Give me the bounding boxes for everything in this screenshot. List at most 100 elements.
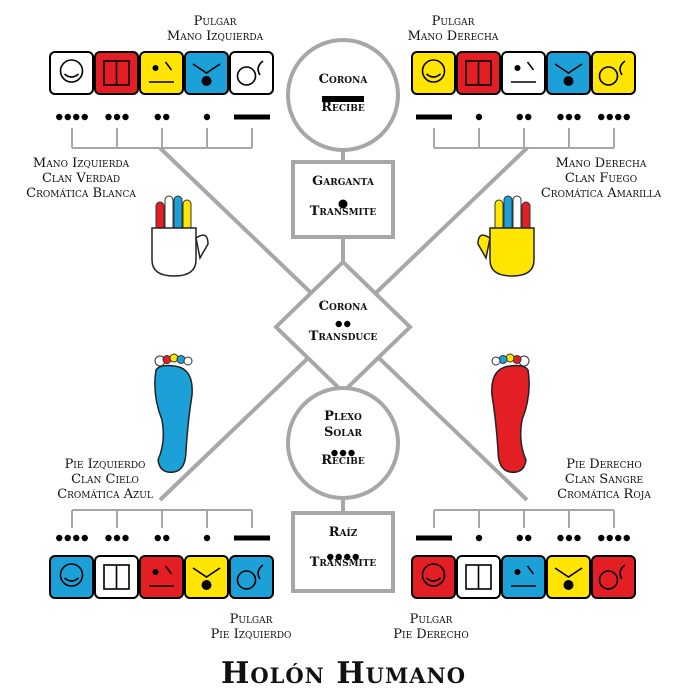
glyph-detail	[63, 577, 80, 582]
bottom-left-number	[154, 534, 170, 542]
number-dot	[81, 534, 88, 542]
glyph-detail	[421, 59, 446, 83]
number-dot	[56, 534, 63, 542]
number-bar	[234, 114, 270, 120]
left-foot-icon	[154, 353, 193, 473]
glyph-detail	[152, 569, 159, 575]
number-dot	[565, 534, 573, 542]
top-right-number	[416, 114, 452, 120]
glyph-detail	[201, 76, 212, 86]
bottom-right-number	[557, 534, 581, 542]
number-dot	[154, 113, 161, 121]
glyph-box	[49, 51, 94, 95]
bottom-left-number	[105, 534, 129, 542]
number-dot	[598, 534, 605, 542]
number-dot	[606, 113, 613, 121]
glyph-tile	[411, 555, 456, 599]
number-dot	[154, 534, 161, 542]
finger	[503, 195, 513, 233]
number-dot	[606, 534, 613, 542]
number-dot	[475, 534, 483, 542]
number-dot	[81, 113, 88, 121]
number-dot	[574, 113, 581, 121]
bottom-right-header: Pulgar Pie Derecho	[393, 612, 469, 642]
glyph-box	[411, 555, 456, 599]
top-right-number	[475, 113, 483, 121]
number-dot	[475, 113, 483, 121]
glyph-detail	[201, 580, 212, 590]
top-left-label: Mano Izquierda Clan Verdad Cromática Bla…	[26, 156, 136, 201]
number-dot	[344, 320, 351, 328]
glyph-detail	[63, 73, 80, 78]
number-dot	[64, 534, 71, 542]
bottom-right-number	[416, 535, 452, 541]
glyph-detail	[192, 63, 221, 74]
number-dot	[344, 553, 351, 561]
glyph-tile	[501, 555, 546, 599]
corona-top-text: Corona Recibe	[318, 72, 368, 115]
glyph-tile	[184, 51, 229, 95]
number-dot	[615, 534, 622, 542]
top-left-header: Pulgar Mano Izquierda	[166, 14, 264, 44]
glyph-detail	[526, 61, 535, 71]
bottom-left-label: Pie Izquierdo Clan Cielo Cromática Azul	[57, 457, 153, 502]
right-hand-icon	[477, 195, 535, 277]
right-foot-icon	[491, 353, 530, 473]
glyph-tile	[49, 51, 94, 95]
corona-mid-number	[335, 320, 351, 328]
number-dot	[163, 113, 170, 121]
glyph-tile	[546, 555, 591, 599]
bottom-left-number	[234, 535, 270, 541]
glyph-box	[49, 555, 94, 599]
thumb	[195, 234, 209, 261]
glyph-detail	[563, 76, 574, 86]
number-bar	[416, 114, 452, 120]
raiz-text: Raíz Transmite	[309, 525, 377, 570]
top-right-label: Mano Derecha Clan Fuego Cromática Amaril…	[540, 156, 662, 201]
glyph-box	[139, 555, 184, 599]
glyph-box	[229, 555, 274, 599]
glyph-tile	[229, 51, 274, 95]
number-dot	[105, 534, 112, 542]
number-dot	[623, 113, 630, 121]
palm	[489, 227, 535, 277]
glyph-detail	[59, 563, 84, 587]
number-dot	[105, 113, 112, 121]
glyph-tile	[94, 555, 139, 599]
glyph-detail	[192, 567, 221, 578]
glyph-detail	[257, 564, 264, 580]
bottom-right-number	[475, 534, 483, 542]
glyph-detail	[514, 65, 521, 71]
glyph-detail	[425, 577, 442, 582]
number-dot	[203, 534, 211, 542]
finger	[173, 195, 183, 233]
number-dot	[352, 553, 359, 561]
top-left-number	[203, 113, 211, 121]
glyph-detail	[514, 569, 521, 575]
bottom-left-bracket	[71, 509, 253, 528]
palm	[151, 227, 197, 277]
thumb	[477, 234, 491, 261]
plexo-text: Plexo Solar Recibe	[321, 409, 365, 468]
number-dot	[557, 534, 564, 542]
number-dot	[598, 113, 605, 121]
glyph-box	[591, 555, 636, 599]
garganta-dot	[338, 199, 348, 209]
number-dot	[113, 534, 121, 542]
number-bar	[416, 535, 452, 541]
glyph-detail	[598, 570, 619, 590]
number-dot	[122, 534, 129, 542]
number-bar	[234, 535, 270, 541]
top-left-number	[105, 113, 129, 121]
raiz-number	[327, 553, 359, 561]
plexo-number	[331, 449, 355, 457]
mayan-numbers	[56, 113, 630, 542]
center-shapes	[273, 38, 413, 593]
top-right-number	[557, 113, 581, 121]
glyph-rows	[49, 51, 636, 599]
corona-top-bar	[322, 96, 364, 102]
glyph-box	[229, 51, 274, 95]
number-dot	[73, 113, 80, 121]
top-right-number	[516, 113, 532, 121]
